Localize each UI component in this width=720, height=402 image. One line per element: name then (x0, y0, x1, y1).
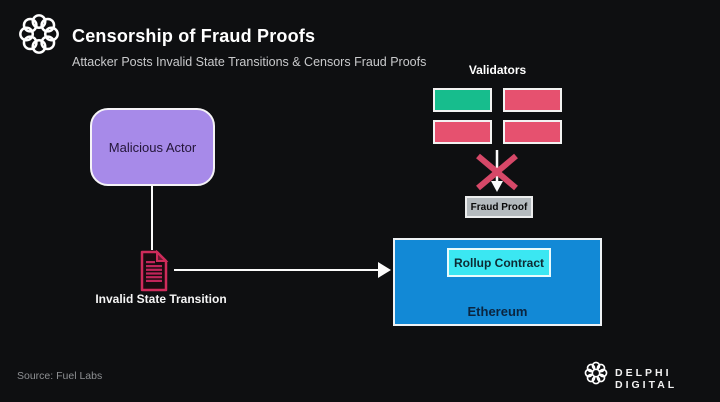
validator-cell-malicious (503, 120, 562, 144)
page-title: Censorship of Fraud Proofs (72, 26, 316, 46)
ethereum-box: Rollup Contract Ethereum (393, 238, 602, 326)
connector-actor-to-document (151, 186, 153, 250)
malicious-actor-label: Malicious Actor (108, 139, 197, 155)
fraud-proof-box: Fraud Proof (465, 196, 533, 218)
connector-document-to-ethereum (174, 269, 380, 271)
validators-label: Validators (468, 63, 527, 77)
fraud-proof-label: Fraud Proof (470, 201, 528, 213)
validators-grid (433, 88, 562, 144)
validator-cell-malicious (433, 120, 492, 144)
rollup-contract-box: Rollup Contract (447, 248, 551, 277)
page-subtitle: Attacker Posts Invalid State Transitions… (72, 55, 427, 69)
ethereum-label: Ethereum (467, 304, 528, 319)
malicious-actor-box: Malicious Actor (90, 108, 215, 186)
document-icon (140, 250, 169, 292)
invalid-state-transition-label: Invalid State Transition (95, 292, 227, 306)
delphi-chain-ring-icon (19, 14, 59, 54)
validator-cell-malicious (503, 88, 562, 112)
source-attribution: Source: Fuel Labs (17, 370, 103, 382)
rollup-contract-label: Rollup Contract (454, 255, 544, 270)
validator-cell-honest (433, 88, 492, 112)
brand-wordmark: DELPHI DIGITAL (615, 367, 678, 391)
blocked-arrow-x-icon (476, 150, 518, 192)
arrowhead-right-icon (378, 262, 391, 278)
delphi-chain-ring-icon (584, 361, 608, 385)
